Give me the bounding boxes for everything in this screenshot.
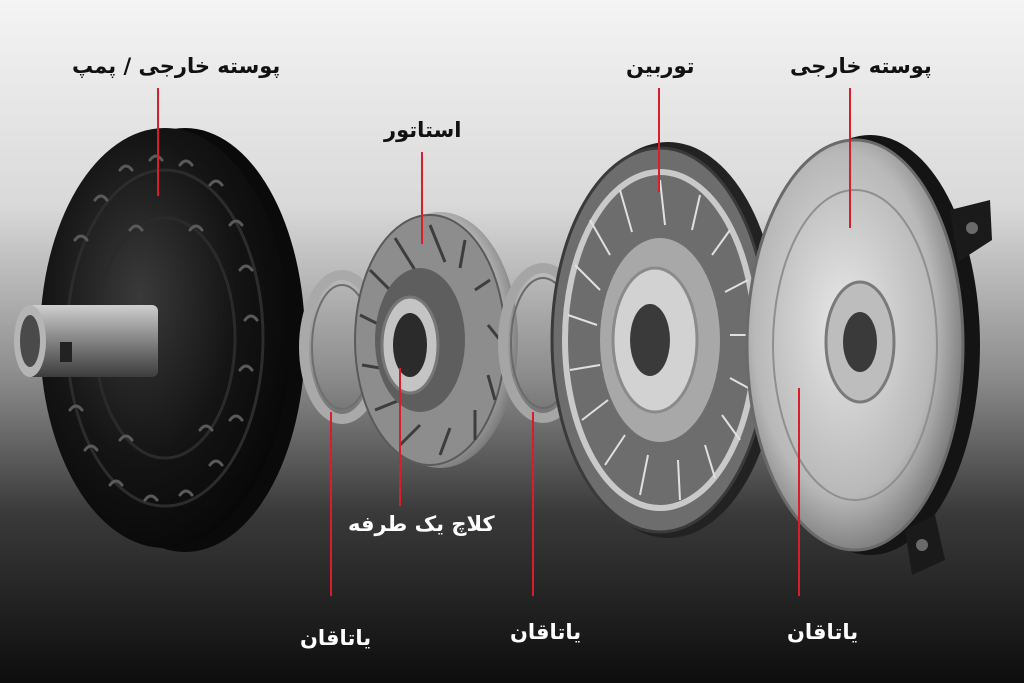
leader-line-clutch [399, 368, 401, 506]
turbine-part [550, 142, 780, 538]
outer-housing-part [745, 135, 992, 575]
leader-line-turbine [658, 88, 660, 192]
label-bearing-right: یاتاقان [787, 620, 859, 644]
label-turbine: توربین [626, 54, 695, 78]
label-one-way-clutch: کلاچ یک طرفه [348, 512, 495, 536]
leader-line-outer-housing [849, 88, 851, 228]
label-bearing-left: یاتاقان [300, 626, 372, 650]
label-bearing-middle: یاتاقان [510, 620, 582, 644]
label-outer-housing: پوسته خارجی [790, 54, 932, 78]
leader-line-bearing-left [330, 412, 332, 596]
stator-part [354, 212, 518, 468]
leader-line-bearing-middle [532, 412, 534, 596]
label-stator: استاتور [384, 118, 462, 142]
leader-line-bearing-right [798, 388, 800, 596]
leader-line-pump [157, 88, 159, 196]
label-pump-housing: پوسته خارجی / پمپ [72, 54, 281, 78]
pump-housing-part [14, 128, 305, 552]
leader-line-stator [421, 152, 423, 244]
